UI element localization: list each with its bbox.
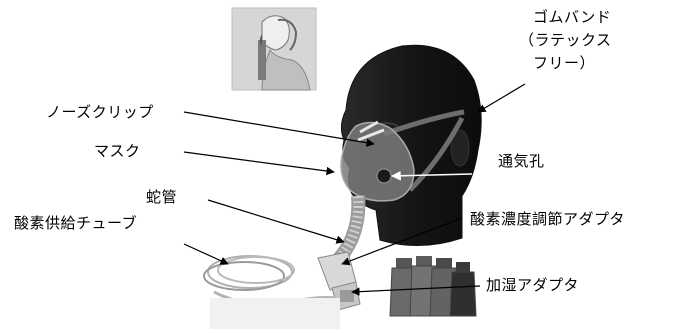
label-oxygen-tube: 酸素供給チューブ [14, 214, 137, 232]
mask-leader [184, 152, 334, 172]
label-mask: マスク [94, 142, 141, 160]
label-rubber-band-line-3: フリー） [533, 52, 612, 75]
inset-patient-photo [232, 8, 316, 90]
rubber-band-leader [478, 84, 525, 112]
label-rubber-band: ゴムバンド （ラテックス フリー） [533, 6, 612, 75]
label-rubber-band-line-1: ゴムバンド [533, 6, 612, 29]
label-humidifier-adapter: 加湿アダプタ [486, 276, 579, 294]
adapter-bottles [390, 256, 476, 316]
label-nose-clip: ノーズクリップ [46, 103, 154, 121]
label-corrugated-tube: 蛇管 [146, 188, 177, 206]
corrugated-tube-leader [208, 200, 344, 242]
label-concentration-adapter: 酸素濃度調節アダプタ [470, 210, 625, 228]
oxygen-supply-tube [204, 256, 340, 329]
label-rubber-band-line-2: （ラテックス [519, 29, 612, 52]
oxygen-tube-leader [184, 244, 228, 264]
label-vent-hole: 通気孔 [498, 152, 545, 170]
